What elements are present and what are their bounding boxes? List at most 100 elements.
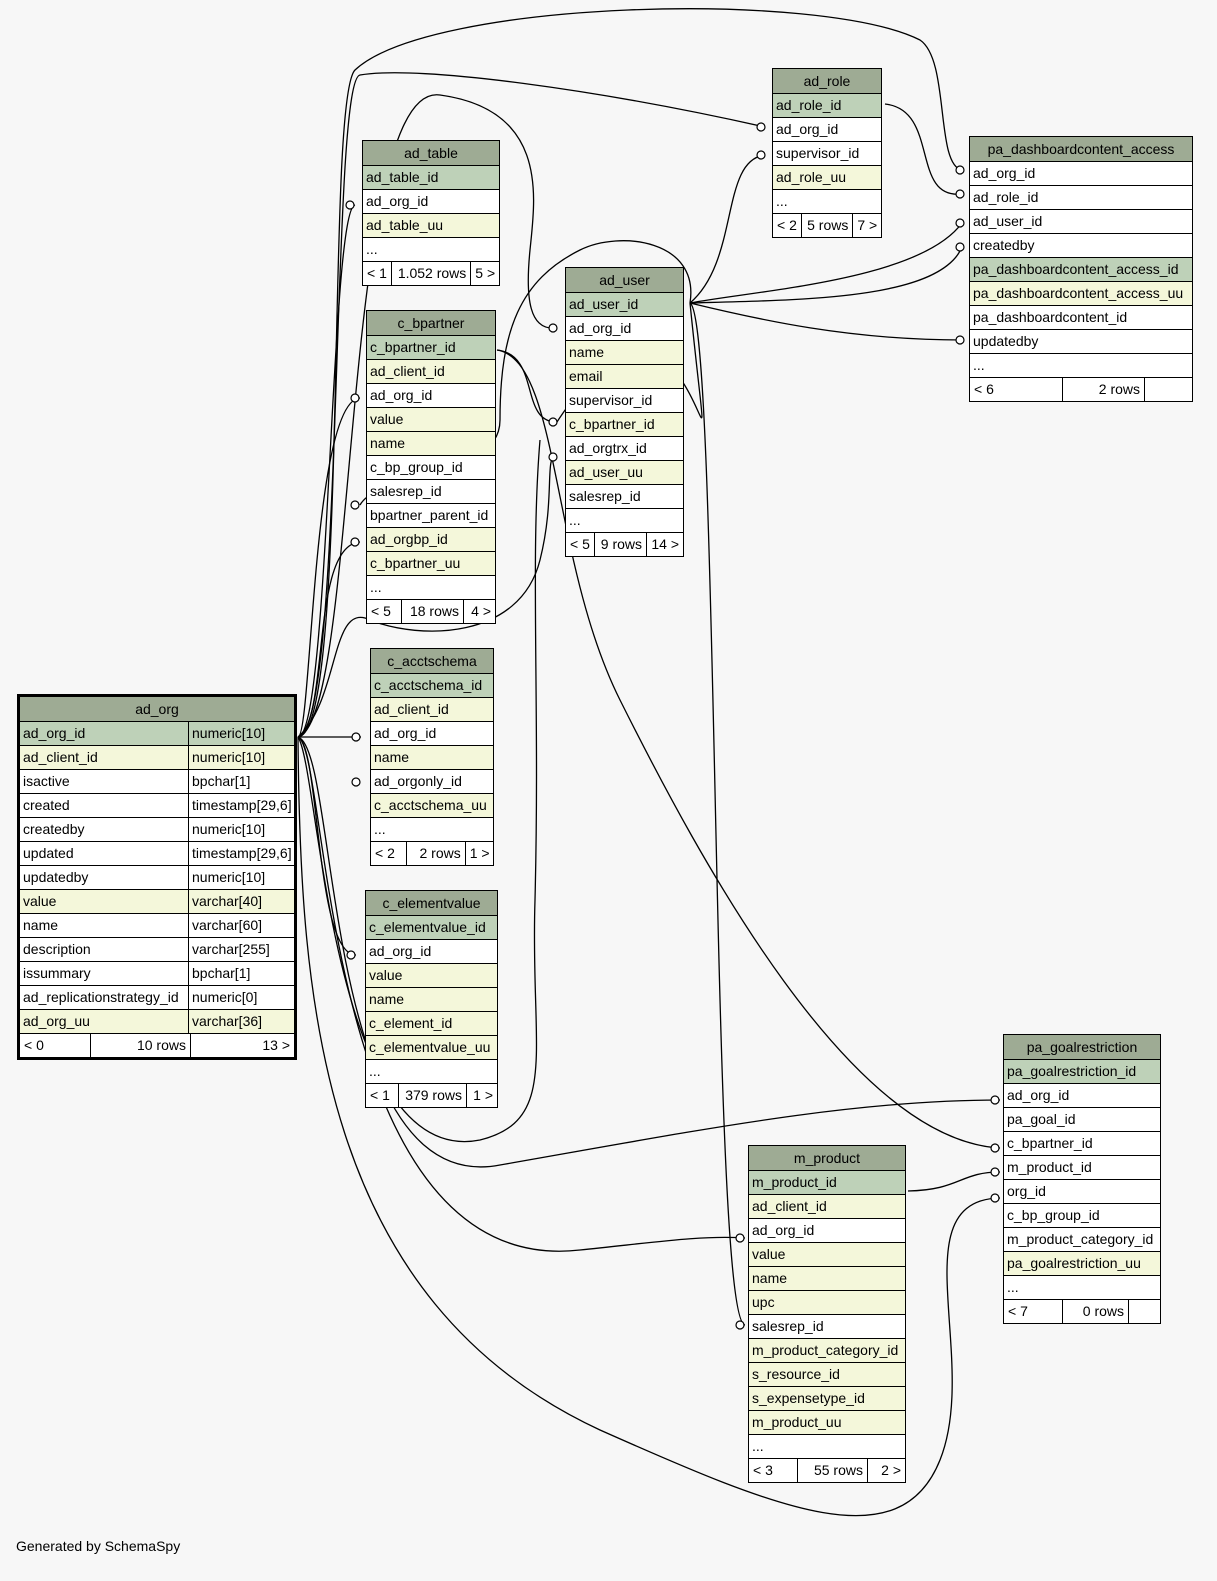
table-row[interactable]: ad_org_id: [371, 722, 493, 746]
table-header[interactable]: ad_user: [566, 268, 683, 293]
table-header[interactable]: ad_table: [363, 141, 499, 166]
table-row[interactable]: c_bpartner_uu: [367, 552, 495, 576]
table-row[interactable]: c_bpartner_id: [367, 336, 495, 360]
table-row[interactable]: name: [367, 432, 495, 456]
table-header[interactable]: pa_goalrestriction: [1004, 1035, 1160, 1060]
table-row[interactable]: ad_org_id: [749, 1219, 905, 1243]
table-row[interactable]: updatedby: [970, 330, 1192, 354]
table-row[interactable]: s_resource_id: [749, 1363, 905, 1387]
table-row[interactable]: value: [367, 408, 495, 432]
table-row[interactable]: ad_user_id: [970, 210, 1192, 234]
table-row[interactable]: bpartner_parent_id: [367, 504, 495, 528]
table-row[interactable]: createdby: [970, 234, 1192, 258]
table-row[interactable]: c_bp_group_id: [1004, 1204, 1160, 1228]
table-row[interactable]: ad_org_id: [970, 162, 1192, 186]
table-row[interactable]: c_element_id: [366, 1012, 497, 1036]
table-row[interactable]: ad_org_id: [1004, 1084, 1160, 1108]
table-row[interactable]: ad_table_id: [363, 166, 499, 190]
table-row[interactable]: pa_dashboardcontent_access_uu: [970, 282, 1192, 306]
table-row[interactable]: name: [366, 988, 497, 1012]
table-row[interactable]: c_bpartner_id: [1004, 1132, 1160, 1156]
table-row[interactable]: ad_orgbp_id: [367, 528, 495, 552]
table-row[interactable]: ...: [363, 238, 499, 262]
table-row[interactable]: salesrep_id: [367, 480, 495, 504]
table-row[interactable]: s_expensetype_id: [749, 1387, 905, 1411]
table-row[interactable]: c_acctschema_id: [371, 674, 493, 698]
table-row[interactable]: ad_client_id: [367, 360, 495, 384]
table-row[interactable]: m_product_id: [1004, 1156, 1160, 1180]
table-row[interactable]: c_elementvalue_id: [366, 916, 497, 940]
table-row[interactable]: ad_orgonly_id: [371, 770, 493, 794]
table-row[interactable]: name: [371, 746, 493, 770]
table-header[interactable]: c_acctschema: [371, 649, 493, 674]
table-row[interactable]: pa_goalrestriction_id: [1004, 1060, 1160, 1084]
table-row[interactable]: c_bpartner_id: [566, 413, 683, 437]
table-row[interactable]: ...: [749, 1435, 905, 1459]
table-row[interactable]: ad_role_uu: [773, 166, 881, 190]
table-row[interactable]: ad_org_id: [773, 118, 881, 142]
table-header[interactable]: c_elementvalue: [366, 891, 497, 916]
table-header[interactable]: ad_org: [20, 697, 294, 722]
table-row[interactable]: ad_user_uu: [566, 461, 683, 485]
table-row[interactable]: ad_orgtrx_id: [566, 437, 683, 461]
table-row[interactable]: ...: [371, 818, 493, 842]
table-row[interactable]: ...: [566, 509, 683, 533]
table-row[interactable]: name: [566, 341, 683, 365]
table-row[interactable]: ...: [970, 354, 1192, 378]
table-row[interactable]: m_product_uu: [749, 1411, 905, 1435]
table-row[interactable]: c_bp_group_id: [367, 456, 495, 480]
table-header[interactable]: pa_dashboardcontent_access: [970, 137, 1192, 162]
table-row[interactable]: m_product_category_id: [749, 1339, 905, 1363]
table-row[interactable]: ad_role_id: [970, 186, 1192, 210]
table-row[interactable]: ...: [367, 576, 495, 600]
table-row[interactable]: salesrep_id: [749, 1315, 905, 1339]
table-row[interactable]: c_elementvalue_uu: [366, 1036, 497, 1060]
table-row[interactable]: c_acctschema_uu: [371, 794, 493, 818]
table-row[interactable]: salesrep_id: [566, 485, 683, 509]
table-row[interactable]: email: [566, 365, 683, 389]
table-row[interactable]: org_id: [1004, 1180, 1160, 1204]
table-row[interactable]: pa_goal_id: [1004, 1108, 1160, 1132]
table-row[interactable]: ad_client_id: [749, 1195, 905, 1219]
table-row[interactable]: value: [366, 964, 497, 988]
table-row[interactable]: ...: [1004, 1276, 1160, 1300]
table-row[interactable]: ...: [773, 190, 881, 214]
table-row[interactable]: ad_table_uu: [363, 214, 499, 238]
table-row[interactable]: upc: [749, 1291, 905, 1315]
table-row[interactable]: ad_org_id: [566, 317, 683, 341]
table-row[interactable]: ...: [366, 1060, 497, 1084]
table-header[interactable]: ad_role: [773, 69, 881, 94]
table-row[interactable]: pa_dashboardcontent_id: [970, 306, 1192, 330]
table-header[interactable]: m_product: [749, 1146, 905, 1171]
table-header[interactable]: c_bpartner: [367, 311, 495, 336]
table-row[interactable]: ad_org_id: [367, 384, 495, 408]
table-row[interactable]: pa_goalrestriction_uu: [1004, 1252, 1160, 1276]
table-row[interactable]: ad_org_id: [363, 190, 499, 214]
table-row[interactable]: supervisor_id: [566, 389, 683, 413]
table-row[interactable]: value: [749, 1243, 905, 1267]
table-row[interactable]: ad_user_id: [566, 293, 683, 317]
table-row[interactable]: pa_dashboardcontent_access_id: [970, 258, 1192, 282]
table-row[interactable]: m_product_category_id: [1004, 1228, 1160, 1252]
